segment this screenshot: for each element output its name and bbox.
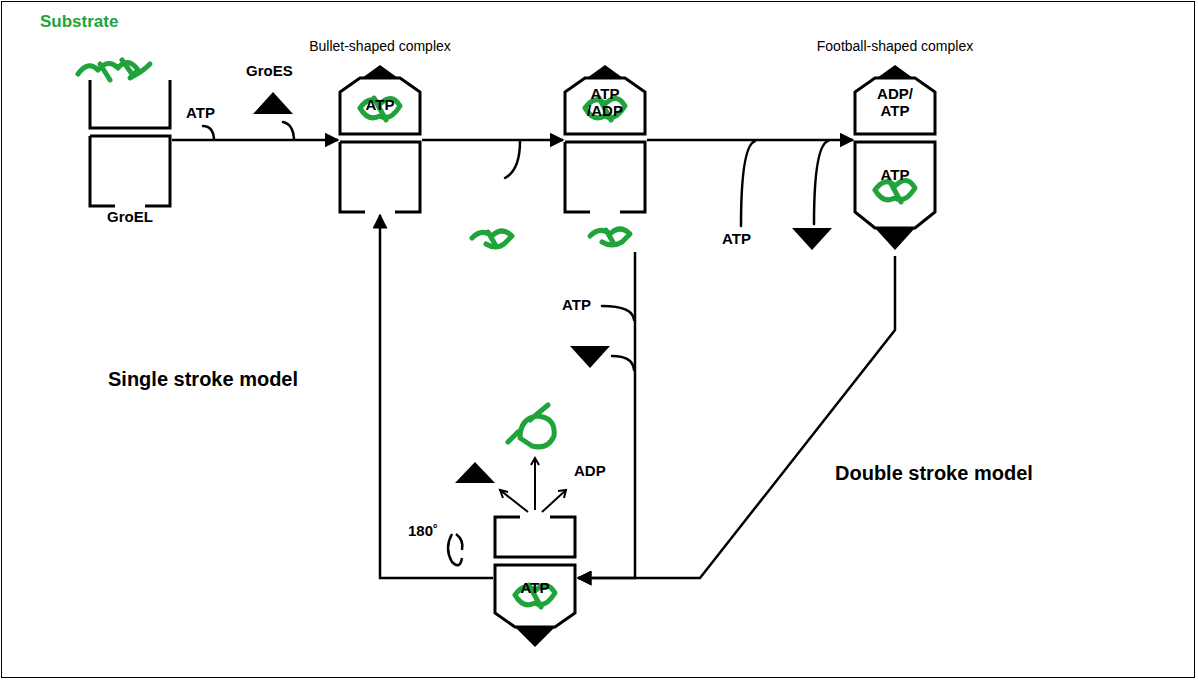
bullet-complex: ATP /ADP <box>555 60 655 216</box>
bound-substrate <box>875 180 915 202</box>
ring-part <box>340 142 420 212</box>
atp-hook <box>203 126 214 139</box>
released-groes <box>455 462 495 483</box>
chaperonin-outline <box>565 62 645 212</box>
inverted-bullet-complex: ATP <box>490 515 580 655</box>
nucleotide-label: ADP/ ATP <box>870 85 920 120</box>
nucleotide-label: ATP <box>855 166 935 183</box>
nucleotide-label: ATP <box>495 579 575 596</box>
nucleotide-label: ATP /ADP <box>580 85 630 120</box>
ring-part <box>855 142 935 228</box>
ring-part <box>515 627 555 647</box>
ring-part <box>855 78 935 134</box>
edge-label: ATP <box>186 104 215 121</box>
complex-heading: Football-shaped complex <box>790 38 1000 54</box>
open-groel-ring: SubstrateGroEL <box>40 12 180 234</box>
complex-heading: Bullet-shaped complex <box>290 38 470 54</box>
bullet-complex: Bullet-shaped complexATP <box>290 38 470 250</box>
groes-label: GroES <box>246 62 293 79</box>
ring-part <box>877 65 913 78</box>
edge-label: Double stroke model <box>835 462 1033 485</box>
groel-label: GroEL <box>80 208 180 225</box>
ring-part <box>875 228 915 250</box>
bound-substrate <box>590 229 630 245</box>
ring-part <box>565 142 645 212</box>
folded-substrate <box>508 405 554 447</box>
chaperonin-outline <box>90 80 170 210</box>
ring-part <box>90 136 170 206</box>
nucleotide-label: ATP <box>340 96 420 113</box>
substrate <box>78 60 630 447</box>
rotation-label: 180˚ <box>408 522 438 539</box>
groes-cap <box>253 92 293 114</box>
release-hook <box>505 141 520 178</box>
substrate-label: Substrate <box>40 12 150 32</box>
input-hooks <box>203 122 828 370</box>
groes-cap <box>570 346 610 368</box>
groes-cap <box>792 228 832 250</box>
groes-hook <box>612 356 634 370</box>
ring-part <box>362 65 398 78</box>
ring-part <box>495 517 575 557</box>
ring-part <box>565 78 645 134</box>
flow-arrow <box>578 256 895 578</box>
edge-label: ATP <box>722 230 751 247</box>
ring-part <box>587 65 623 78</box>
rotation-symbol <box>448 534 462 565</box>
groes-hook <box>283 122 294 139</box>
unfolded-substrate <box>78 60 150 80</box>
flow-arrow <box>172 139 338 142</box>
edge-label: Single stroke model <box>108 368 298 391</box>
ring-part <box>90 80 170 128</box>
football-complex: Football-shaped complexADP/ ATP ATP <box>790 38 1000 274</box>
flow-arrow <box>647 139 853 142</box>
ring-part <box>495 565 575 627</box>
atp-hook <box>741 141 755 226</box>
chaperonin-outline <box>340 62 420 212</box>
release-arrows <box>500 458 566 512</box>
groes-hook <box>814 141 828 224</box>
atp-hook <box>602 306 634 320</box>
ring-part <box>340 78 420 134</box>
released-substrate <box>472 231 512 247</box>
flow-arrow <box>422 139 563 142</box>
edge-label: ATP <box>562 296 591 313</box>
flow-arrow <box>380 215 493 578</box>
nucleotide-label: ADP <box>574 462 606 479</box>
